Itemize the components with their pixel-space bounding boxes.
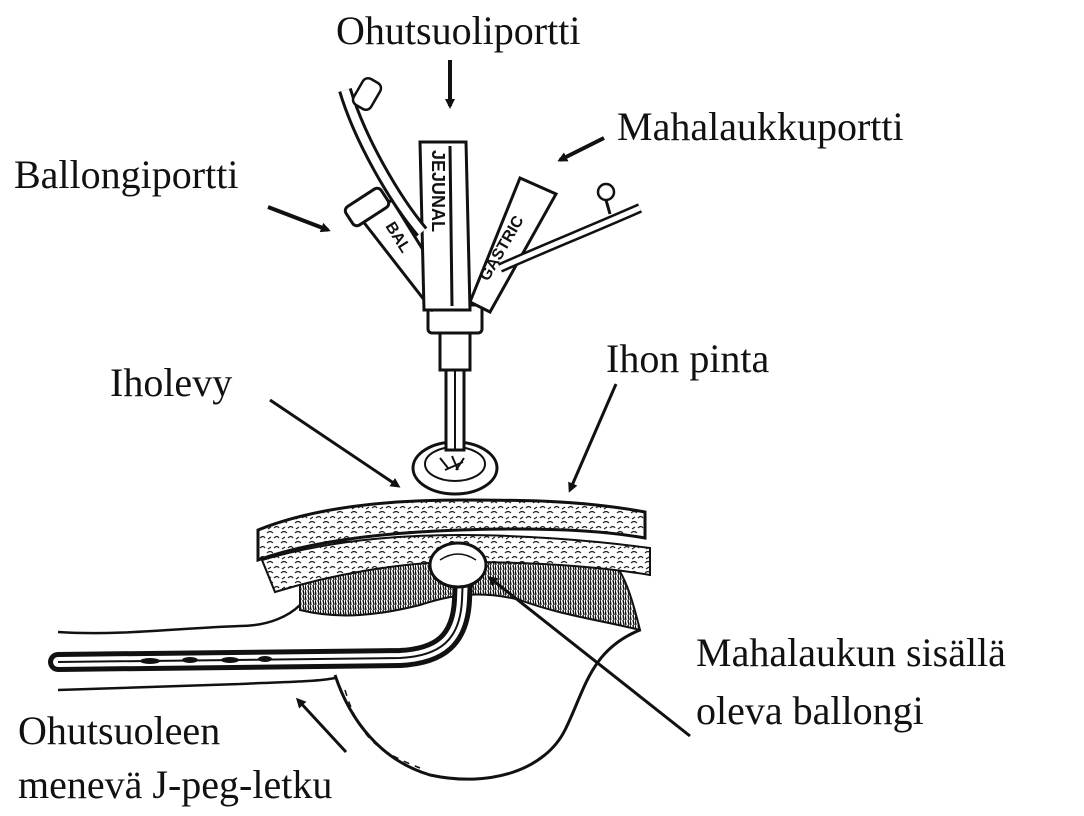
arrow-skin-disc	[270, 400, 398, 486]
arrow-j-tube	[298, 700, 346, 752]
label-balloon-line2: oleva ballongi	[696, 688, 924, 734]
label-tube-line2: menevä J-peg-letku	[18, 762, 332, 808]
label-gastric-port: Mahalaukkuportti	[617, 104, 904, 150]
gastric-port-arm: GASTRIC	[470, 178, 640, 312]
label-skin-surface: Ihon pinta	[606, 336, 769, 382]
tube-shaft	[428, 305, 482, 450]
arrow-skin-surface	[570, 384, 616, 490]
jejunal-marking: JEJUNAL	[428, 150, 448, 232]
arrow-gastric-port	[560, 138, 604, 160]
pointer-arrows	[268, 60, 690, 752]
label-balloon-port: Ballongiportti	[14, 152, 238, 198]
label-skin-disc: Iholevy	[110, 360, 232, 406]
internal-balloon	[430, 543, 486, 587]
label-jejunal-port: Ohutsuoliportti	[336, 8, 580, 54]
arrow-balloon-port	[268, 207, 328, 230]
label-tube-line1: Ohutsuoleen	[18, 708, 220, 754]
label-balloon-line1: Mahalaukun sisällä	[696, 630, 1006, 676]
